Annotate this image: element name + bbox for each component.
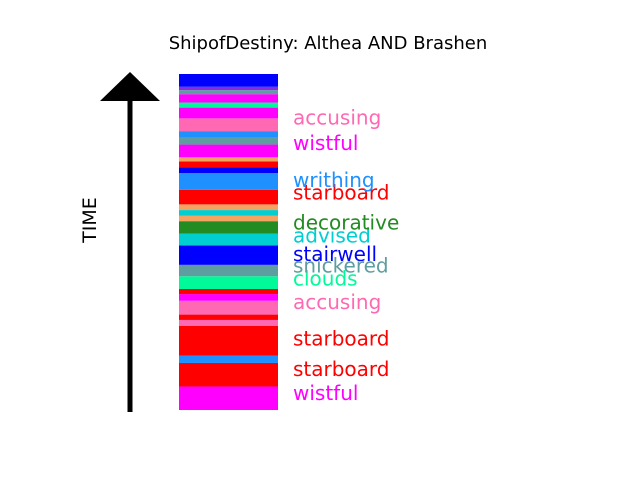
word-label-2: starboard: [293, 326, 390, 350]
segment-4: [179, 319, 278, 326]
word-label-10: writhing: [293, 168, 375, 192]
segment-5: [179, 314, 278, 320]
segment-6: [179, 300, 278, 315]
segment-8: [179, 289, 278, 295]
segment-15: [179, 210, 278, 216]
chart-title: ShipofDestiny: Althea AND Brashen: [169, 33, 488, 54]
segment-7: [179, 294, 278, 301]
segment-3: [179, 326, 278, 356]
segment-12: [179, 233, 278, 246]
segment-10: [179, 264, 278, 277]
y-axis-label: TIME: [79, 197, 101, 244]
segment-16: [179, 204, 278, 211]
segment-17: [179, 189, 278, 205]
segment-31: [179, 74, 278, 87]
word-label-11: wistful: [293, 131, 358, 155]
segment-1: [179, 362, 278, 387]
segment-2: [179, 355, 278, 363]
segment-24: [179, 131, 278, 138]
word-labels: wistfulstarboardstarboardaccusingcloudss…: [293, 106, 399, 406]
word-label-3: accusing: [293, 290, 381, 314]
segment-18: [179, 173, 278, 190]
segment-21: [179, 157, 278, 162]
word-label-1: starboard: [293, 357, 390, 381]
segment-19: [179, 167, 278, 174]
segment-25: [179, 118, 278, 132]
word-label-6: stairwell: [293, 242, 377, 266]
word-label-0: wistful: [293, 381, 358, 405]
word-label-5: snickered: [293, 254, 389, 278]
segment-0: [179, 386, 278, 410]
word-label-8: decorative: [293, 211, 399, 235]
word-label-7: advised: [293, 223, 371, 247]
time-arrow-head: [100, 72, 160, 101]
word-label-4: clouds: [293, 266, 358, 290]
segment-20: [179, 161, 278, 168]
segment-23: [179, 137, 278, 145]
segment-30: [179, 86, 278, 91]
word-label-9: starboard: [293, 181, 390, 205]
segment-29: [179, 90, 278, 95]
segment-28: [179, 94, 278, 103]
word-label-12: accusing: [293, 106, 381, 130]
segment-9: [179, 276, 278, 290]
time-arrow: [100, 72, 160, 412]
segment-stack: [179, 74, 278, 410]
segment-13: [179, 221, 278, 234]
segment-11: [179, 245, 278, 265]
segment-22: [179, 144, 278, 158]
segment-14: [179, 215, 278, 222]
segment-26: [179, 107, 278, 119]
segment-27: [179, 102, 278, 108]
